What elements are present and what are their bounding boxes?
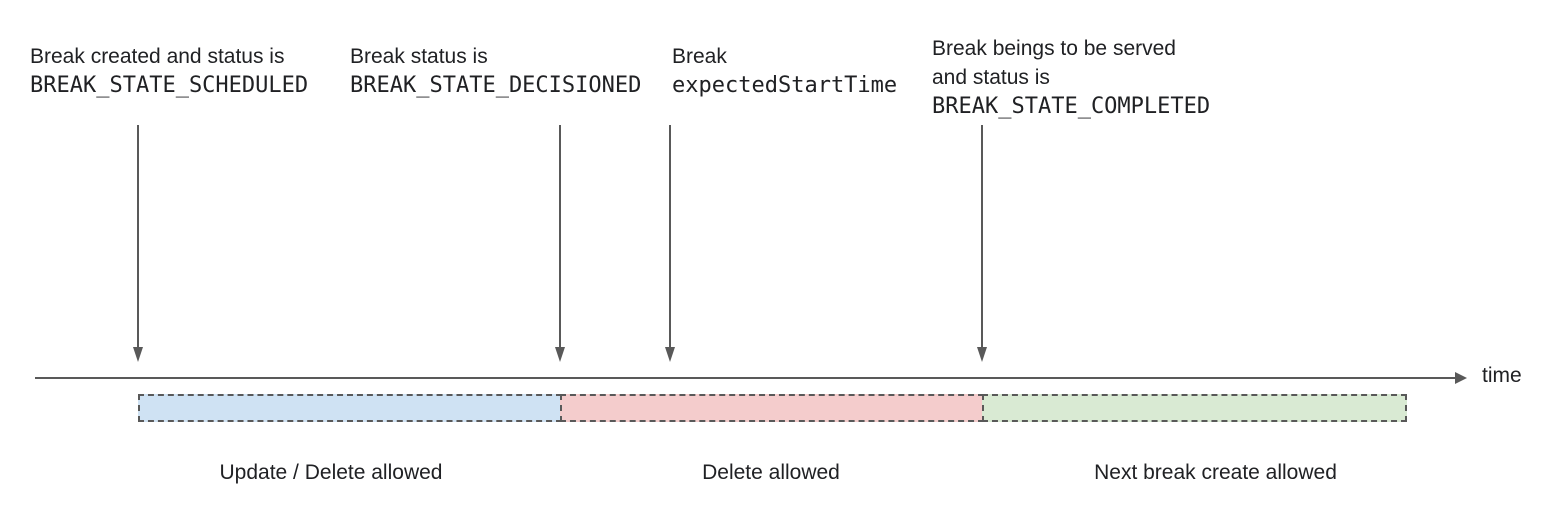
- down-arrow-expected-start-time: [665, 125, 675, 362]
- down-arrowhead-icon: [133, 347, 143, 362]
- annotation-completed: Break beings to be served and status is …: [932, 34, 1210, 121]
- down-arrow-completed: [977, 125, 987, 362]
- timeline-axis: [35, 377, 1455, 379]
- segment-label-update-delete: Update / Delete allowed: [219, 461, 443, 484]
- down-arrow-decisioned: [555, 125, 565, 362]
- segment-delete-allowed: [560, 394, 984, 422]
- annotation-scheduled-state-code: BREAK_STATE_SCHEDULED: [30, 73, 309, 98]
- annotation-decisioned-state-code: BREAK_STATE_DECISIONED: [350, 73, 642, 98]
- annotation-completed-text-1: Break beings to be served: [932, 37, 1176, 60]
- annotation-scheduled-text: Break created and status is: [30, 45, 285, 68]
- annotation-decisioned-text: Break status is: [350, 45, 488, 68]
- timeline-arrowhead-icon: [1455, 372, 1467, 384]
- annotation-decisioned: Break status is BREAK_STATE_DECISIONED: [350, 42, 641, 100]
- segment-next-break-create-allowed: [982, 394, 1407, 422]
- annotation-scheduled: Break created and status is BREAK_STATE_…: [30, 42, 308, 100]
- down-arrowhead-icon: [665, 347, 675, 362]
- segment-label-next-break: Next break create allowed: [1094, 461, 1337, 484]
- segment-label-delete: Delete allowed: [702, 461, 840, 484]
- annotation-completed-text-2: and status is: [932, 66, 1050, 89]
- down-arrowhead-icon: [977, 347, 987, 362]
- segment-update-delete-allowed: [138, 394, 562, 422]
- down-arrow-scheduled: [133, 125, 143, 362]
- annotation-expected-start-text: Break: [672, 45, 727, 68]
- time-axis-label: time: [1482, 364, 1522, 387]
- annotation-completed-state-code: BREAK_STATE_COMPLETED: [932, 94, 1211, 119]
- annotation-expected-start-time: Break expectedStartTime: [672, 42, 897, 100]
- down-arrowhead-icon: [555, 347, 565, 362]
- annotation-expected-start-code: expectedStartTime: [672, 73, 898, 98]
